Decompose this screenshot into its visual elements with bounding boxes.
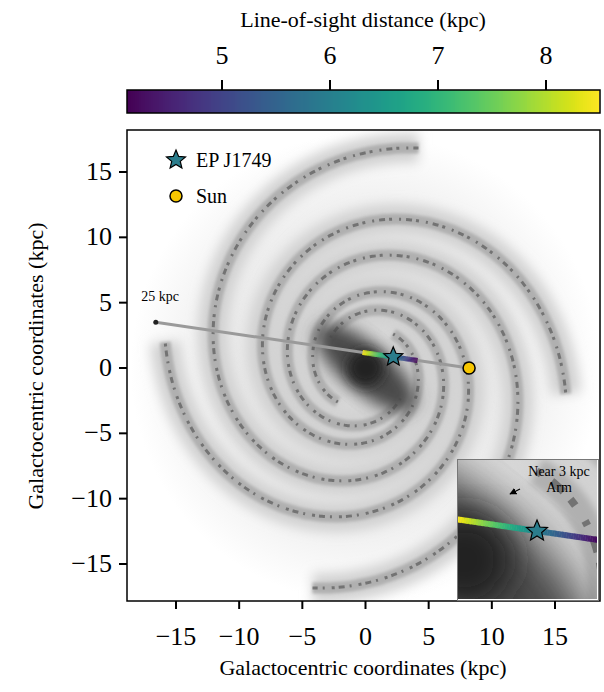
axis-label: −15 [156, 624, 197, 650]
axis-label: −10 [219, 624, 260, 650]
axis-label: 15 [542, 624, 568, 650]
axis-label: 5 [422, 624, 435, 650]
axis-label: Galactocentric coordinates (kpc) [25, 222, 47, 509]
callout-text: Near 3 kpc Arm [522, 464, 596, 496]
inset-box: Near 3 kpc Arm [457, 459, 599, 601]
axis-label: 10 [86, 224, 112, 250]
axis-label: 5 [216, 43, 229, 69]
axis-label: 0 [359, 624, 372, 650]
axis-label: 8 [540, 43, 553, 69]
axis-label: 7 [432, 43, 445, 69]
axis-label: −15 [71, 551, 112, 577]
inset-zoom [458, 460, 597, 599]
axis-label: −5 [84, 420, 112, 446]
axis-label: 25 kpc [141, 290, 179, 304]
legend-circle [170, 190, 182, 202]
legend-text: EP J1749 [196, 150, 271, 170]
axis-label: 15 [86, 159, 112, 185]
axis-label: 5 [99, 290, 112, 316]
axis-label: −10 [71, 486, 112, 512]
axis-label: 10 [479, 624, 505, 650]
axis-label: 6 [324, 43, 337, 69]
legend-text: Sun [196, 186, 227, 206]
colorbar [127, 90, 599, 113]
legend-star [166, 150, 185, 168]
axis-label: Galactocentric coordinates (kpc) [219, 657, 506, 679]
axis-label: Line-of-sight distance (kpc) [240, 9, 486, 31]
axis-label: −5 [288, 624, 316, 650]
axis-label: 0 [99, 355, 112, 381]
line-of-sight [153, 320, 475, 374]
